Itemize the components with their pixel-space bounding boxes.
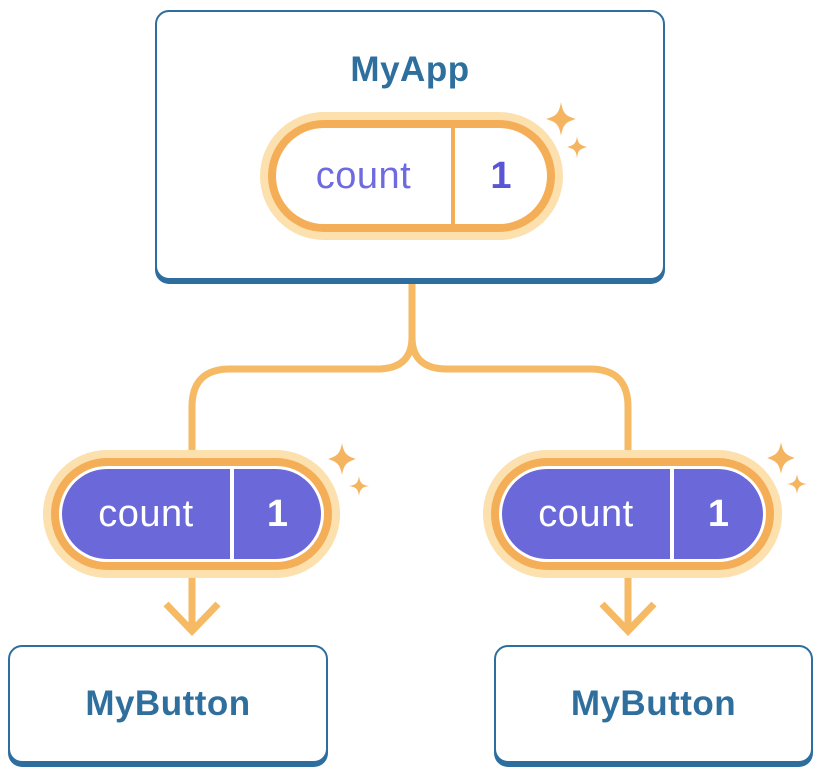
arrow-left-head-icon: [163, 601, 221, 637]
state-pill-ring: count 1: [268, 120, 555, 232]
prop-pill-right: count 1: [483, 450, 782, 578]
component-title: MyButton: [85, 684, 251, 723]
arrow-right-head-icon: [599, 601, 657, 637]
prop-pill-ring: count 1: [51, 458, 332, 570]
fork-connector-right: [408, 276, 632, 454]
pill-divider: [230, 469, 234, 559]
sparkle-icon: [767, 442, 795, 474]
component-title: MyButton: [570, 684, 737, 723]
prop-pill-ring: count 1: [491, 458, 774, 570]
state-pill-value: 1: [490, 154, 512, 197]
sparkle-icon: [328, 443, 356, 475]
prop-pill-value: 1: [266, 492, 289, 535]
state-pill: count 1: [260, 112, 563, 240]
fork-connector-left: [188, 276, 416, 454]
prop-pill-left: count 1: [43, 450, 340, 578]
prop-pill-label: count: [98, 492, 194, 535]
sparkle-icon: [349, 476, 369, 496]
state-pill-label: count: [315, 154, 412, 197]
pill-divider: [670, 469, 674, 559]
prop-pill-label: count: [538, 492, 634, 535]
component-title: MyApp: [350, 50, 470, 89]
sparkle-icon: [787, 474, 807, 494]
prop-pill-value: 1: [707, 492, 730, 535]
component-card-myapp: MyApp count 1: [155, 10, 665, 280]
pill-divider: [451, 128, 455, 224]
component-card-mybutton-right: MyButton: [494, 645, 813, 763]
component-card-mybutton-left: MyButton: [8, 645, 328, 763]
